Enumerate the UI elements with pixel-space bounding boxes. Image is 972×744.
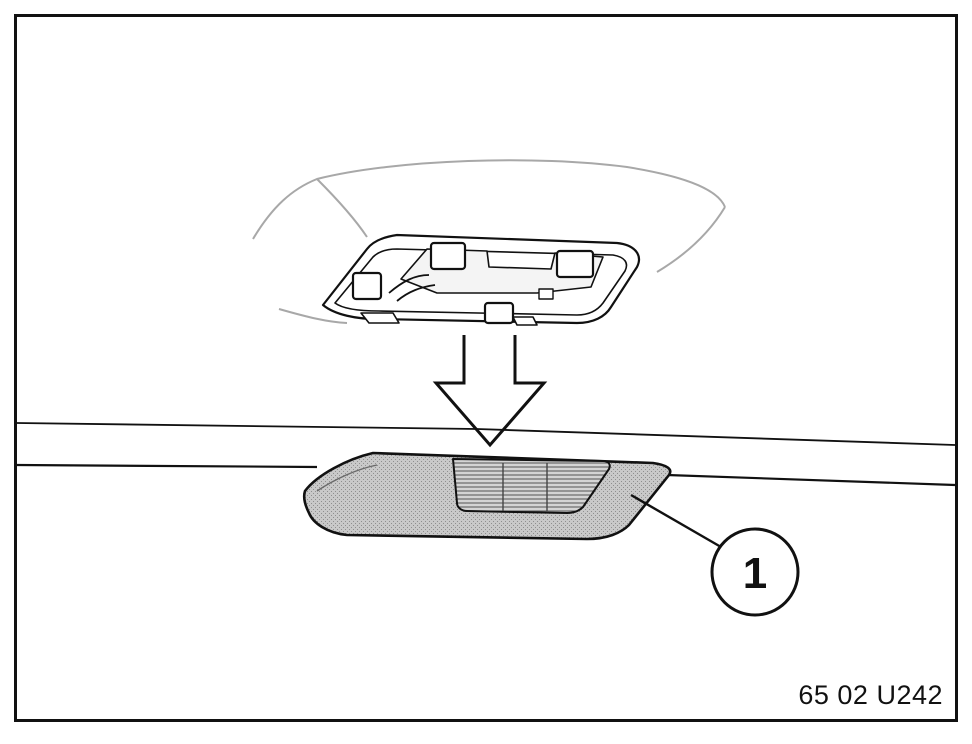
light-lens	[452, 458, 611, 514]
installation-diagram: 1	[17, 159, 955, 617]
callout-marker: 1	[710, 527, 800, 617]
headliner-outline	[252, 159, 726, 324]
roof-console-mount	[321, 233, 641, 326]
figure-frame: 1 65 02 U242	[14, 14, 958, 722]
callout-leader	[630, 493, 722, 549]
headliner-panel-lines	[17, 422, 955, 487]
callout-number: 1	[743, 549, 767, 598]
figure-code: 65 02 U242	[798, 680, 943, 710]
interior-light-unit	[302, 451, 672, 541]
down-arrow-icon	[432, 335, 548, 448]
